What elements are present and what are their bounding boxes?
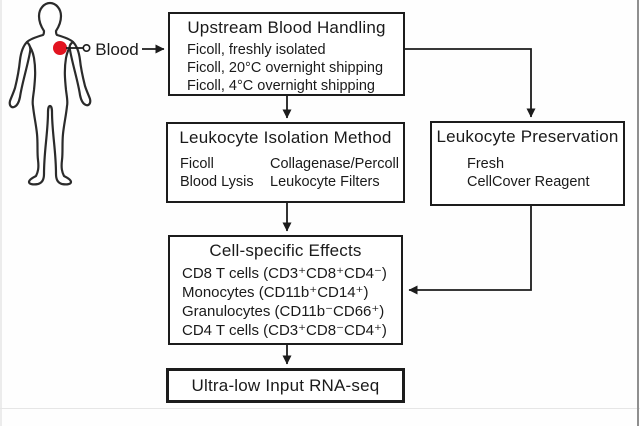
isolation-title: Leukocyte Isolation Method: [179, 128, 392, 147]
upstream-title: Upstream Blood Handling: [187, 18, 386, 37]
preservation-lines: Fresh CellCover Reagent: [432, 147, 623, 191]
blood-label: Blood: [95, 40, 139, 59]
box-cell-specific-effects: Cell-specific Effects CD8 T cells (CD3⁺C…: [168, 235, 403, 345]
body-left-arm-outline: [8, 40, 32, 109]
effects-title: Cell-specific Effects: [209, 241, 362, 260]
effects-line: Granulocytes (CD11b⁻CD66⁺): [182, 303, 385, 320]
arrow-preservation-to-effects: [408, 206, 532, 295]
upstream-lines: Ficoll, freshly isolated Ficoll, 20°C ov…: [170, 38, 403, 95]
isolation-option: Ficoll: [180, 156, 214, 172]
body-right-arm-outline: [68, 40, 92, 107]
preservation-line: Fresh: [467, 156, 505, 172]
effects-lines: CD8 T cells (CD3⁺CD8⁺CD4⁻) Monocytes (CD…: [170, 261, 401, 340]
upstream-line: Ficoll, 4°C overnight shipping: [187, 78, 375, 94]
isolation-option: Blood Lysis: [180, 174, 254, 190]
effects-line: CD8 T cells (CD3⁺CD8⁺CD4⁻): [182, 265, 387, 282]
box-ultra-low-input-rna-seq: Ultra-low Input RNA-seq: [166, 368, 405, 403]
isolation-option: Collagenase/Percoll: [270, 156, 399, 172]
body-torso-outline: [25, 1, 75, 186]
right-edge-artifact: [637, 0, 639, 426]
bottom-edge-artifact: [0, 408, 640, 409]
arrow-upstream-to-preservation: [405, 48, 536, 118]
human-body-silhouette: [8, 1, 92, 186]
left-edge-artifact: [0, 0, 2, 426]
preservation-title: Leukocyte Preservation: [436, 127, 619, 146]
effects-line: Monocytes (CD11b⁺CD14⁺): [182, 284, 369, 301]
upstream-line: Ficoll, freshly isolated: [187, 42, 326, 58]
box-leukocyte-preservation: Leukocyte Preservation Fresh CellCover R…: [430, 121, 625, 206]
blood-callout-circle: [82, 43, 91, 52]
isolation-options: Ficoll Collagenase/Percoll Blood Lysis L…: [168, 148, 403, 191]
blood-draw-dot: [53, 41, 67, 55]
upstream-line: Ficoll, 20°C overnight shipping: [187, 60, 384, 76]
rnaseq-title: Ultra-low Input RNA-seq: [191, 375, 380, 395]
isolation-option: Leukocyte Filters: [270, 174, 380, 190]
box-upstream-blood-handling: Upstream Blood Handling Ficoll, freshly …: [168, 12, 405, 96]
effects-line: CD4 T cells (CD3⁺CD8⁻CD4⁺): [182, 322, 387, 339]
preservation-line: CellCover Reagent: [467, 174, 590, 190]
box-leukocyte-isolation-method: Leukocyte Isolation Method Ficoll Collag…: [166, 122, 405, 203]
